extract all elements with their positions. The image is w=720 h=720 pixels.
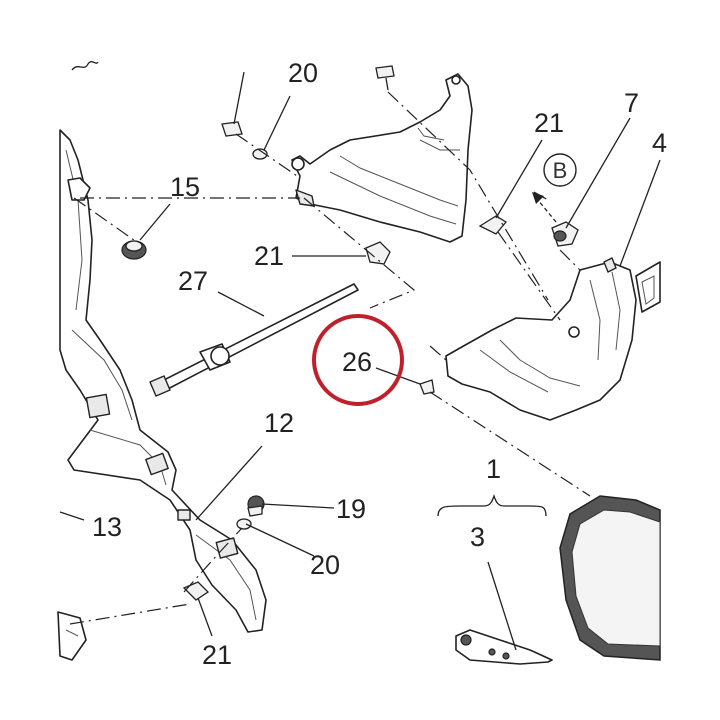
spring-clip-top-left <box>71 61 99 71</box>
callout-3: 3 <box>470 522 485 552</box>
callout-26: 26 <box>342 347 372 377</box>
leader-lines <box>59 71 661 651</box>
view-marker-b: B <box>543 153 577 187</box>
callout-13: 13 <box>92 512 122 542</box>
callout-27: 27 <box>178 266 208 296</box>
callout-12: 12 <box>264 408 294 438</box>
callout-19: 19 <box>336 494 366 524</box>
hardware-parts <box>121 65 579 601</box>
upper-headlight-housing <box>291 73 473 243</box>
callout-1: 1 <box>486 454 501 484</box>
callout-21-mid: 21 <box>254 241 284 271</box>
assembly-lines <box>69 91 591 625</box>
highlight-circle-part-26 <box>312 314 404 406</box>
callout-21-top: 21 <box>534 108 564 138</box>
callout-21-bottom: 21 <box>202 640 232 670</box>
windscreen-panel <box>559 495 661 661</box>
callout-labels: 20 21 7 4 15 21 27 26 12 1 13 19 3 20 21 <box>92 58 667 670</box>
left-frame-bracket <box>57 129 267 661</box>
mounting-bracket-3 <box>455 629 553 665</box>
view-marker-label: B <box>553 158 568 183</box>
callout-15: 15 <box>170 172 200 202</box>
callout-4: 4 <box>652 128 667 158</box>
lower-duct-panel <box>445 257 637 421</box>
cable-tie <box>149 283 359 397</box>
callout-20-bottom: 20 <box>310 550 340 580</box>
callout-20-top: 20 <box>288 58 318 88</box>
right-edge-bracket <box>635 261 661 313</box>
callout-7: 7 <box>624 88 639 118</box>
